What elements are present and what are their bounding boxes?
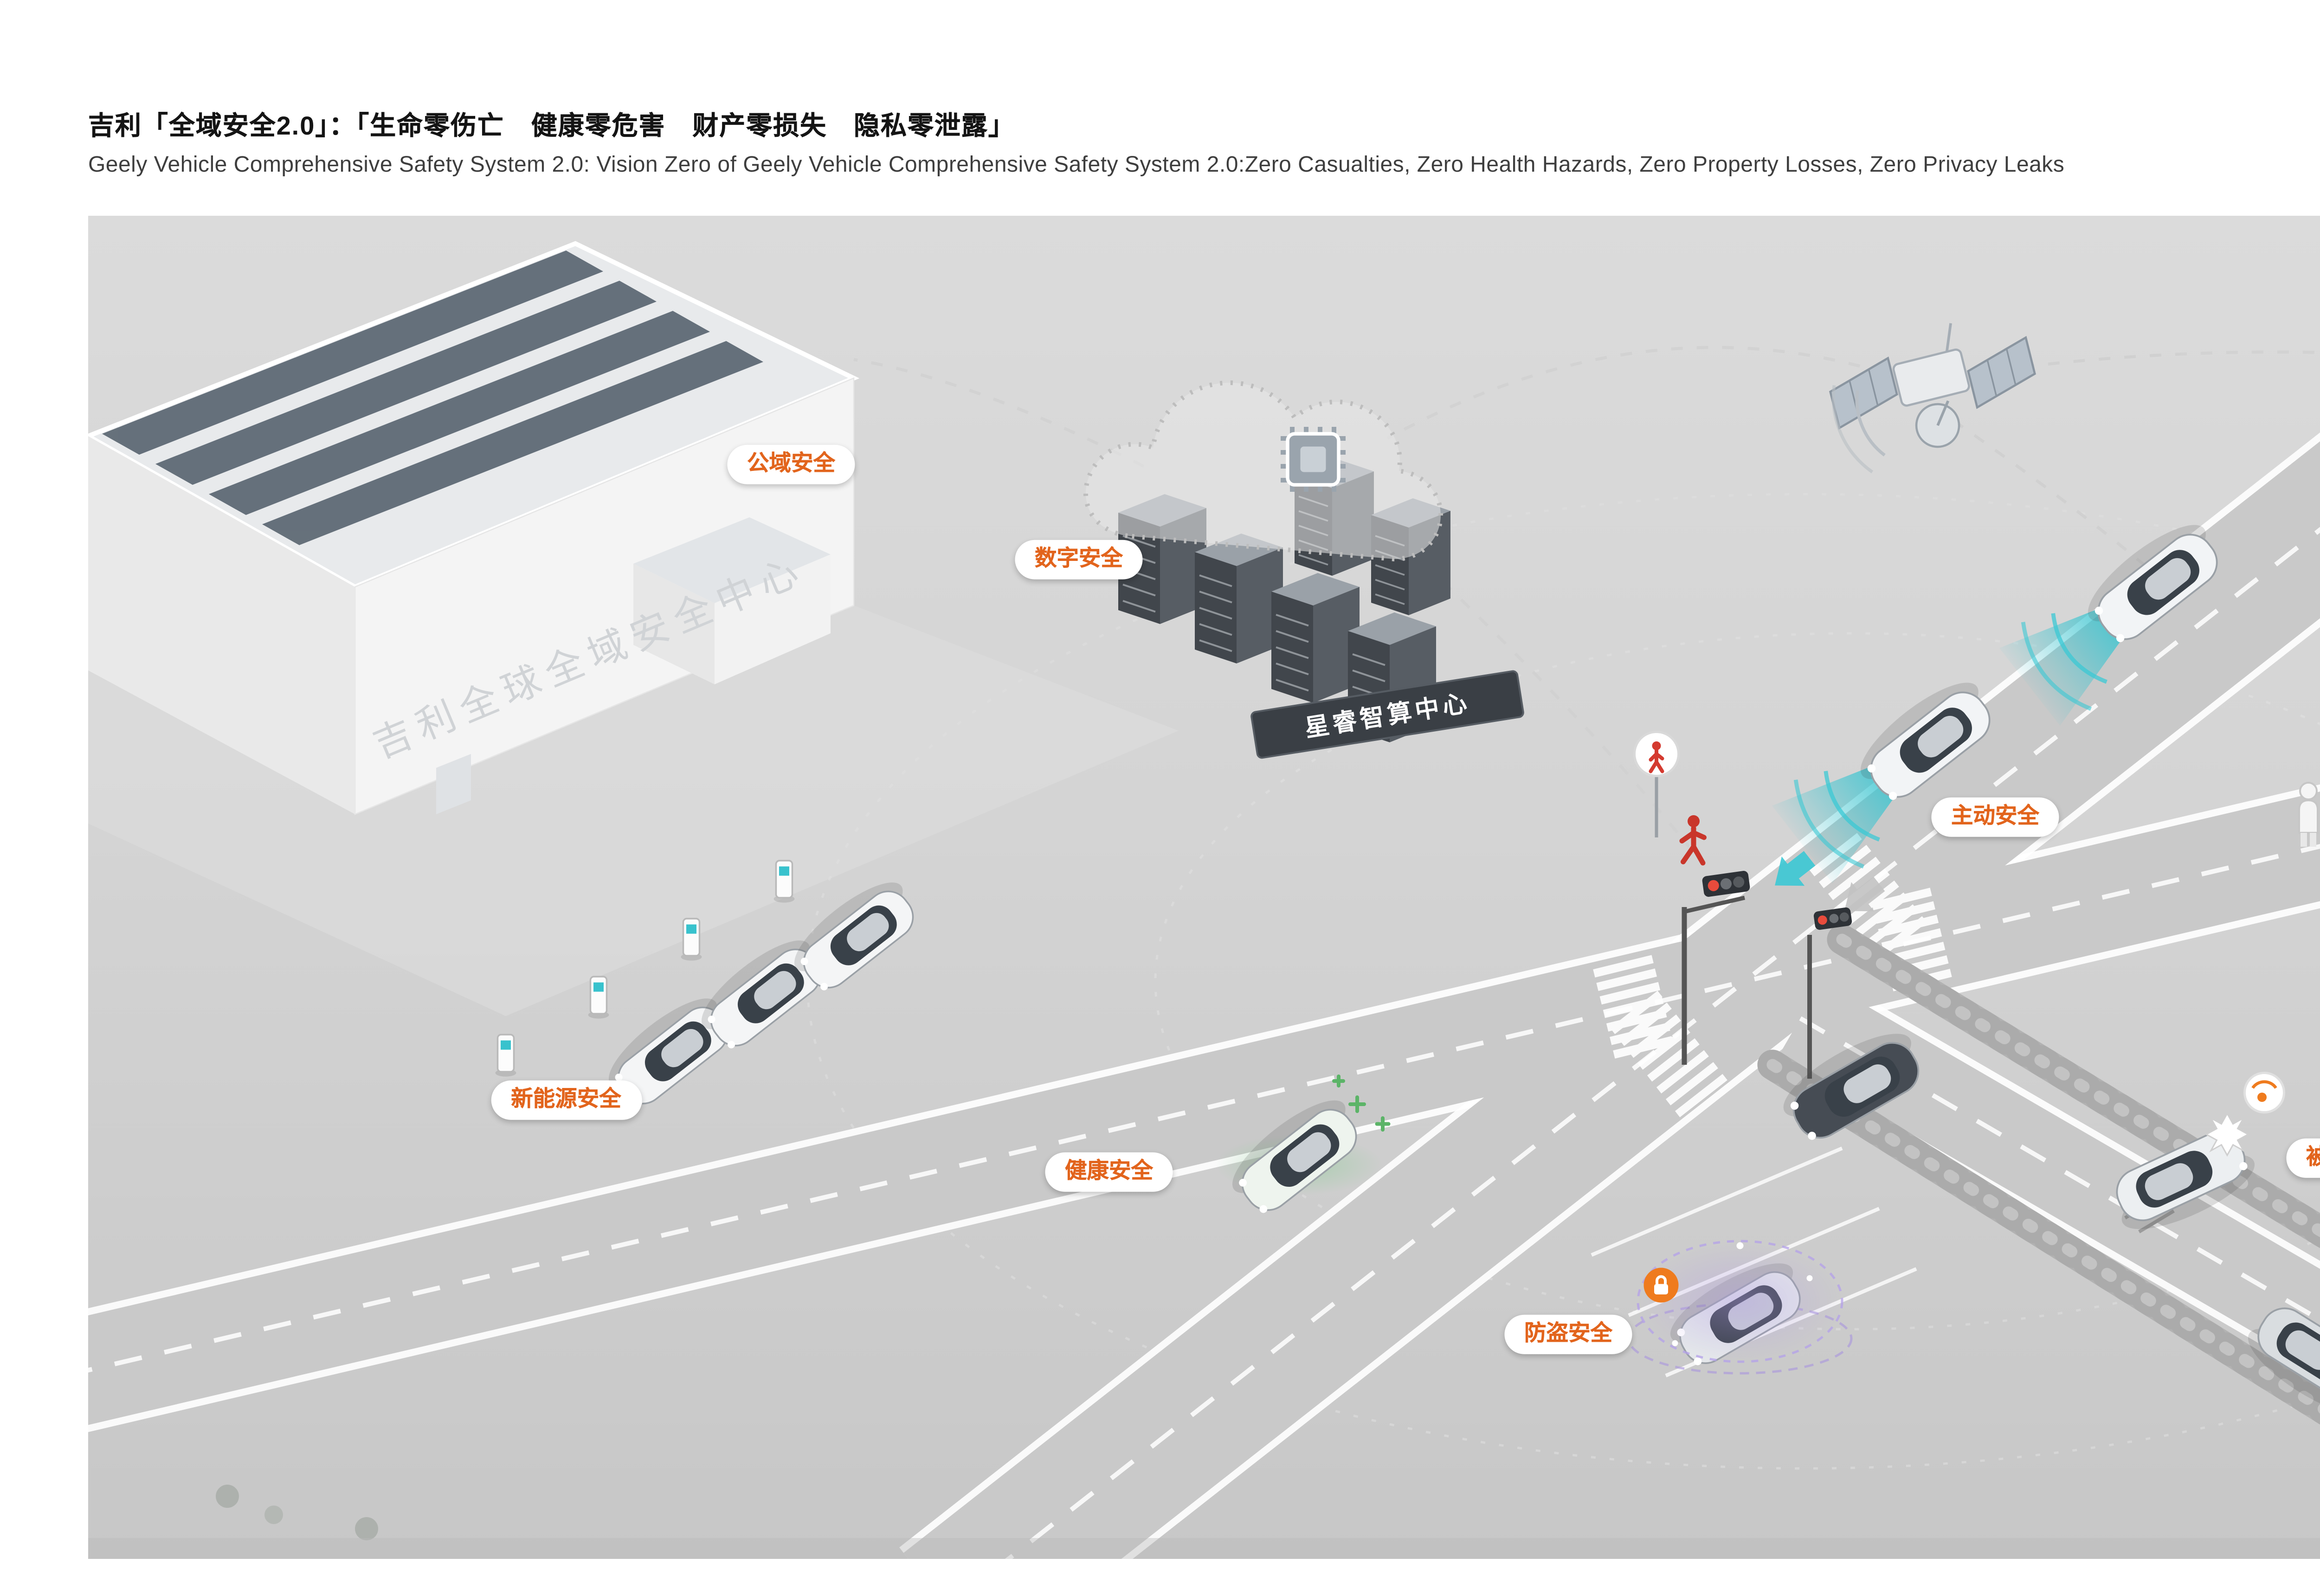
- chip-icon: [1281, 427, 1346, 492]
- label-public-domain-safety: 公域安全: [727, 444, 855, 483]
- traffic-lights: [1682, 871, 1852, 1079]
- impact-burst: [2204, 1112, 2250, 1157]
- page-subtitle: Geely Vehicle Comprehensive Safety Syste…: [88, 153, 2065, 179]
- factory-building: 吉利全球全域安全中心: [88, 241, 860, 815]
- page-title: 吉利「全域安全2.0」：「生命零伤亡 健康零危害 财产零损失 隐私零泄露」: [88, 114, 1015, 142]
- ground-edge: [88, 1538, 2320, 1559]
- lock-icon: [1643, 1268, 1679, 1303]
- illustration: 吉利全球全域安全中心: [88, 216, 2320, 1559]
- pedestrian-signal-icon: [1633, 731, 1680, 837]
- crash-scene: [2104, 1072, 2285, 1244]
- label-active-safety: 主动安全: [1931, 797, 2059, 836]
- label-new-energy-safety: 新能源安全: [491, 1080, 641, 1119]
- scene-svg: 吉利全球全域安全中心: [88, 241, 2320, 1559]
- label-anti-theft-safety: 防盗安全: [1504, 1314, 1632, 1353]
- pedestrian-figure: [1679, 815, 1707, 866]
- label-digital-safety: 数字安全: [1015, 540, 1143, 579]
- factory-apron: [88, 605, 1179, 1016]
- trees: [216, 1485, 378, 1540]
- anti-theft-car: [1627, 1240, 1853, 1374]
- label-health-safety: 健康安全: [1045, 1152, 1173, 1191]
- signal-arcs: [853, 346, 2320, 848]
- data-center: 星睿智算中心: [1083, 380, 1524, 759]
- active-safety-car-1: [1999, 499, 2249, 726]
- person-with-phone: [2298, 781, 2319, 847]
- hedges: [1757, 924, 2320, 1425]
- satellite: [1829, 323, 2036, 474]
- header: 吉利「全域安全2.0」：「生命零伤亡 健康零危害 财产零损失 隐私零泄露」 Ge…: [88, 107, 2064, 179]
- health-sparkles: [1332, 1075, 1391, 1132]
- airbag-icon: [2243, 1072, 2285, 1113]
- label-passive-safety: 被动安全: [2286, 1138, 2320, 1177]
- road-arrows: [1775, 851, 1885, 912]
- connection-web: [806, 493, 2320, 1470]
- active-safety-car-2: [1772, 656, 2021, 884]
- cloud-outline: [1083, 380, 1444, 562]
